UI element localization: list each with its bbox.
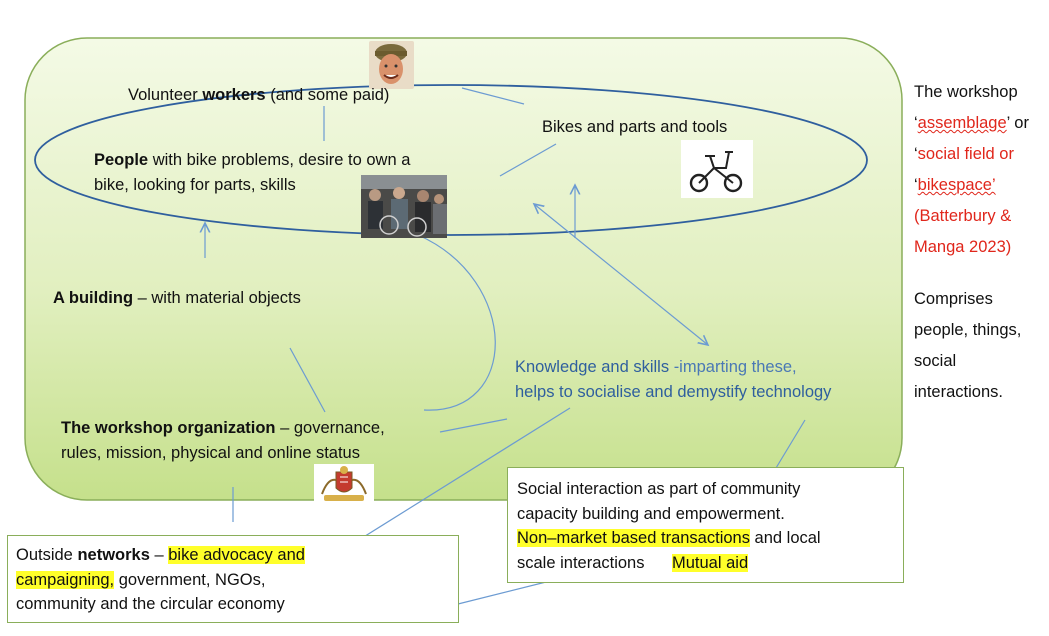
folding-bike-image bbox=[681, 140, 753, 198]
node-building: A building – with material objects bbox=[53, 286, 301, 311]
sidebar-l4-red: bikespace’ bbox=[917, 176, 996, 194]
knowledge-pre: Knowledge and skills bbox=[515, 358, 674, 376]
portrait-icon bbox=[369, 41, 414, 89]
org-line1: – governance, bbox=[275, 419, 385, 437]
node-volunteer-workers: Volunteer workers (and some paid) bbox=[128, 83, 389, 108]
connector-knowledge-networks bbox=[361, 407, 571, 539]
sidebar-l10: interactions. bbox=[914, 383, 1003, 401]
social-line2: capacity building and empowerment. bbox=[517, 504, 785, 523]
sidebar-l2-red: assemblage bbox=[917, 114, 1007, 132]
core-ellipse bbox=[34, 84, 868, 236]
node-outside-networks: Outside networks – bike advocacy and cam… bbox=[7, 535, 459, 623]
node-workshop-organization: The workshop organization – governance, … bbox=[61, 416, 385, 466]
people-bold: People bbox=[94, 151, 149, 169]
volunteer-post: (and some paid) bbox=[265, 86, 390, 104]
building-post: – with material objects bbox=[133, 289, 301, 307]
org-bold: The workshop organization bbox=[61, 419, 276, 437]
node-people: People with bike problems, desire to own… bbox=[94, 148, 410, 198]
node-bikes-parts-tools: Bikes and parts and tools bbox=[542, 118, 728, 136]
arrow-knowledge-bikes bbox=[534, 204, 708, 345]
social-line4-pre: scale interactions bbox=[517, 553, 672, 572]
knowledge-line2: helps to socialise and demystify technol… bbox=[515, 383, 832, 401]
node-social-interaction: Social interaction as part of community … bbox=[507, 467, 904, 583]
networks-hl-campaigning: campaigning, bbox=[16, 570, 115, 589]
workshop-photo-image bbox=[361, 175, 447, 238]
bike-icon bbox=[689, 151, 743, 193]
networks-pre: Outside bbox=[16, 546, 78, 564]
networks-bold: networks bbox=[77, 546, 150, 564]
networks-line2-post: government, NGOs, bbox=[114, 570, 266, 589]
people-line2: bike, looking for parts, skills bbox=[94, 176, 296, 194]
emblem-image bbox=[314, 464, 374, 504]
people-line1: with bike problems, desire to own a bbox=[148, 151, 411, 169]
sidebar-l9: social bbox=[914, 352, 957, 370]
networks-hl-advocacy: bike advocacy and bbox=[168, 546, 305, 564]
crowd-photo-icon bbox=[361, 175, 447, 238]
sidebar-l6: Manga 2023) bbox=[914, 238, 1012, 256]
sidebar-description: The workshop ‘assemblage’ or ‘social fie… bbox=[914, 77, 1029, 408]
sidebar-l7: Comprises bbox=[914, 290, 993, 308]
sidebar-l3-q: ‘ bbox=[914, 145, 918, 163]
node-knowledge-skills: Knowledge and skills -imparting these, h… bbox=[515, 355, 831, 405]
connector-knowledge-social bbox=[775, 419, 806, 469]
social-line3-post: and local bbox=[749, 529, 821, 547]
building-bold: A building bbox=[53, 289, 134, 307]
knowledge-blue: -imparting these, bbox=[673, 358, 797, 376]
sidebar-l2-q1: ‘ bbox=[914, 114, 918, 132]
connector-people-bikes bbox=[499, 143, 557, 177]
volunteer-bold: workers bbox=[202, 86, 266, 104]
coat-of-arms-icon bbox=[321, 466, 367, 501]
sidebar-l3-red: social field or bbox=[917, 145, 1014, 163]
connector-building-org bbox=[289, 347, 326, 413]
sidebar-l5: (Batterbury & bbox=[914, 207, 1012, 225]
networks-mid: – bbox=[149, 546, 169, 564]
sidebar-l8: people, things, bbox=[914, 321, 1022, 339]
connector-volunteer-bikes bbox=[461, 87, 525, 105]
sidebar-l2-q2: ’ or bbox=[1006, 114, 1029, 132]
networks-line3: community and the circular economy bbox=[16, 595, 285, 613]
social-hl-mutual-aid: Mutual aid bbox=[672, 553, 749, 572]
curve-org-people bbox=[417, 234, 496, 411]
org-line2: rules, mission, physical and online stat… bbox=[61, 444, 360, 462]
connector-org-knowledge bbox=[439, 418, 508, 433]
person-photo-image bbox=[369, 41, 414, 89]
social-hl-nonmarket: Non–market based transactions bbox=[517, 529, 750, 547]
sidebar-l1: The workshop bbox=[914, 83, 1018, 101]
social-line1: Social interaction as part of community bbox=[517, 480, 801, 498]
sidebar-l4-q: ‘ bbox=[914, 176, 918, 194]
volunteer-pre: Volunteer bbox=[128, 86, 203, 104]
